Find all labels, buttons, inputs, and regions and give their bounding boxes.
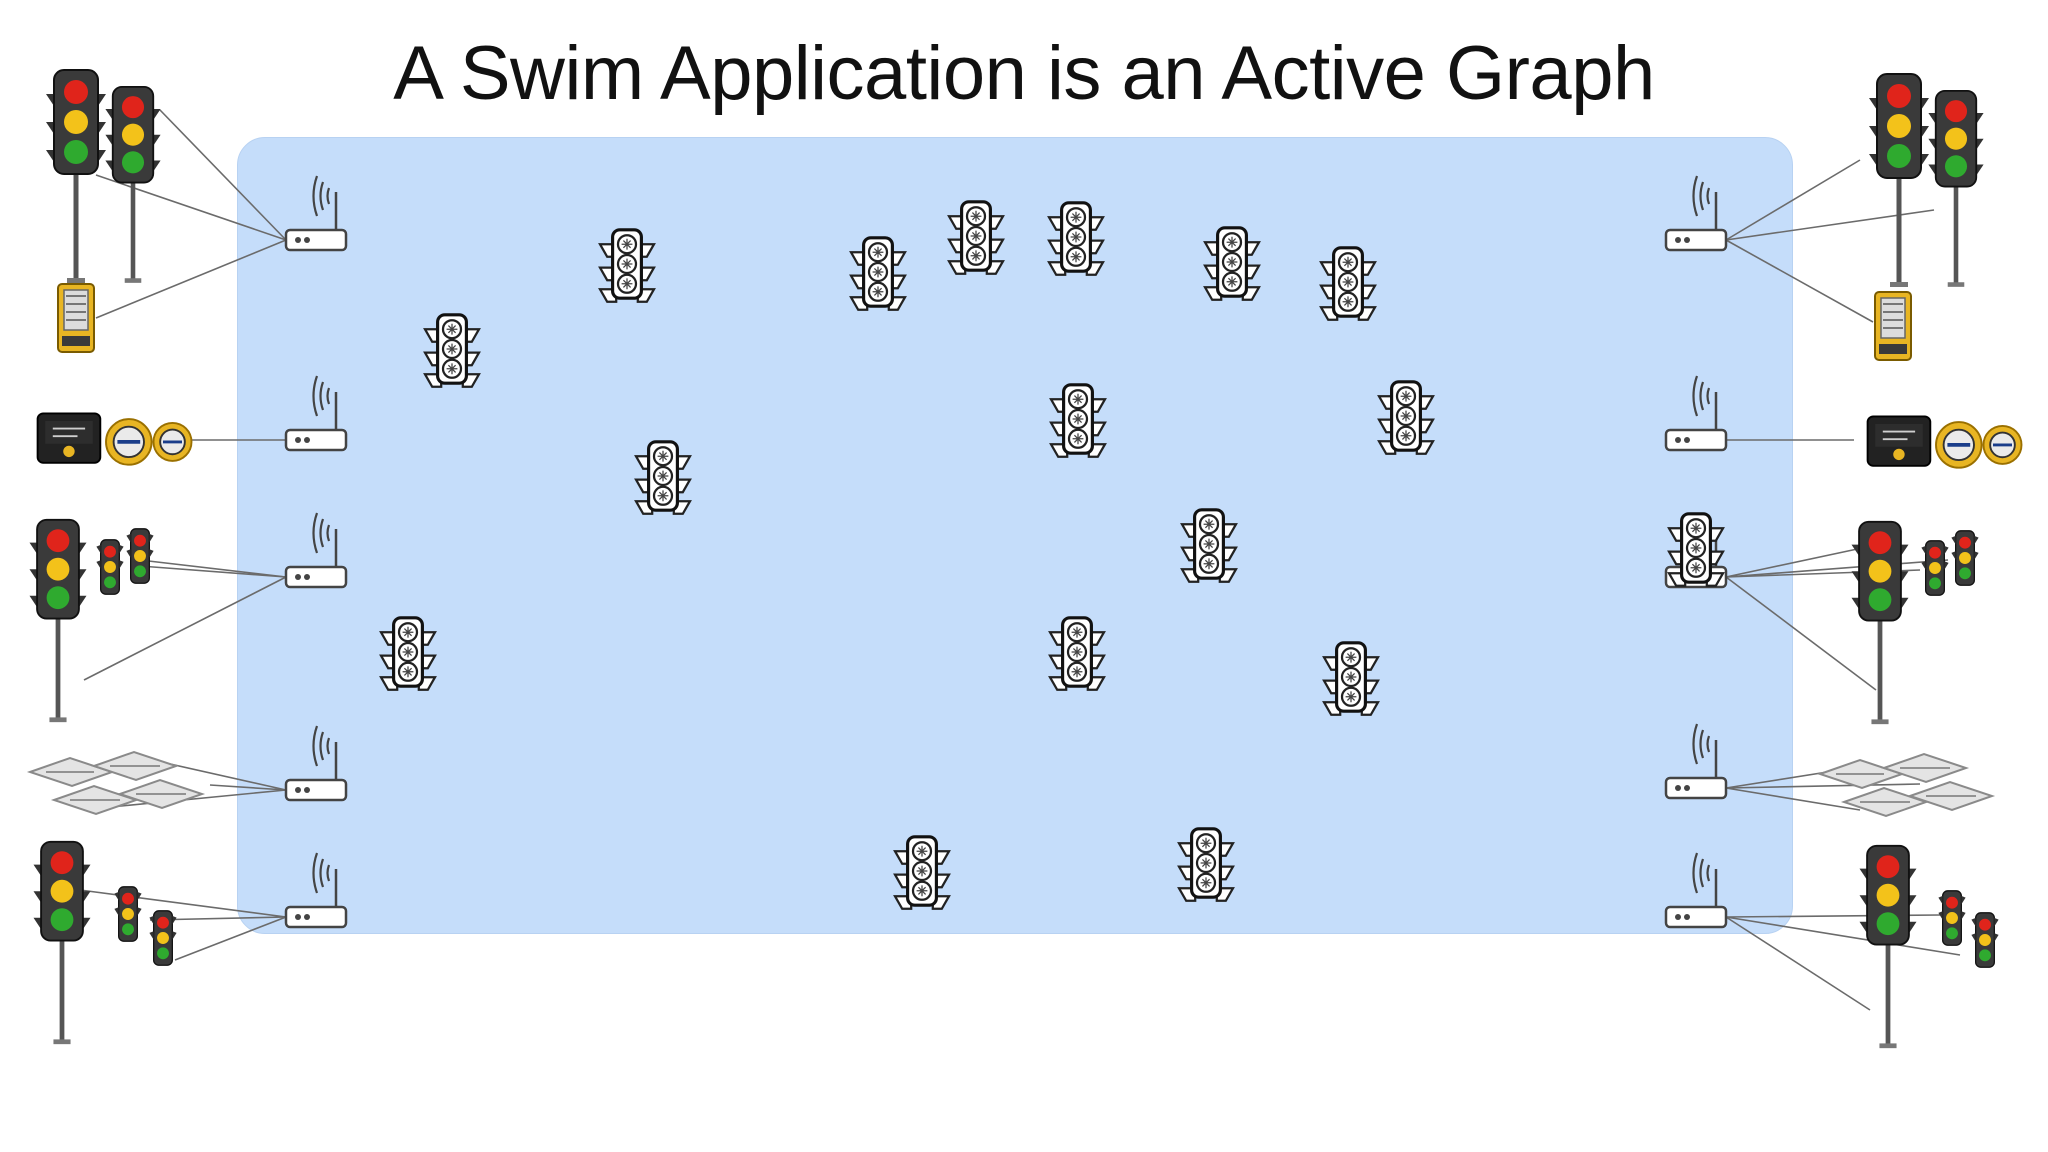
link-line	[209, 784, 287, 791]
traffic-light-node-icon	[947, 200, 1005, 276]
traffic-signal-small-icon	[1950, 530, 1980, 586]
slide-title: A Swim Application is an Active Graph	[393, 31, 1655, 116]
devices-layer	[29, 70, 2024, 1048]
traffic-light-node-icon	[1322, 641, 1380, 717]
signal-controller-box-icon	[57, 283, 95, 353]
traffic-light-node-icon	[849, 236, 907, 312]
traffic-signal-small-icon	[1920, 540, 1950, 596]
wireless-router-icon	[284, 724, 348, 802]
traffic-signal-small-icon	[125, 528, 155, 584]
link-line	[1725, 209, 1935, 241]
traffic-light-node-icon	[423, 313, 481, 389]
traffic-light-node-icon	[598, 228, 656, 304]
traffic-signal-pole-icon	[1852, 522, 1909, 724]
wireless-router-icon	[1664, 722, 1728, 800]
link-line	[99, 789, 287, 809]
wireless-router-icon	[284, 851, 348, 929]
wireless-router-icon	[1664, 174, 1728, 252]
traffic-signal-small-icon	[148, 910, 178, 966]
traffic-light-node-icon	[1203, 226, 1261, 302]
link-line	[1725, 547, 1863, 578]
traffic-light-node-icon	[893, 835, 951, 911]
traffic-light-node-icon	[379, 616, 437, 692]
link-line	[1725, 783, 1921, 789]
wireless-router-icon	[284, 374, 348, 452]
traffic-signal-pole-icon	[46, 70, 106, 283]
traffic-signal-pole-icon	[1928, 91, 1983, 287]
traffic-signal-pole-icon	[29, 520, 86, 722]
link-line	[1725, 159, 1861, 241]
graph-panel	[237, 137, 1793, 934]
link-line	[83, 576, 287, 681]
traffic-light-node-icon	[1048, 616, 1106, 692]
link-line	[1725, 916, 1961, 956]
links-layer	[79, 109, 1961, 1011]
wireless-router-icon	[284, 174, 348, 252]
link-line	[174, 916, 287, 961]
traffic-light-node-icon	[1177, 827, 1235, 903]
link-line	[1725, 239, 1874, 323]
traffic-signal-pole-icon	[34, 842, 91, 1044]
wireless-router-icon	[1664, 851, 1728, 929]
traffic-signal-pole-icon	[105, 87, 160, 283]
signal-controller-box-icon	[1874, 291, 1912, 361]
link-line	[139, 559, 287, 578]
link-line	[1725, 916, 1871, 1011]
traffic-signal-small-icon	[1970, 912, 2000, 968]
nodes-layer	[379, 200, 1725, 911]
traffic-signal-small-icon	[1937, 890, 1967, 946]
link-line	[95, 239, 287, 319]
link-line	[139, 565, 287, 578]
wireless-router-icon	[1664, 374, 1728, 452]
traffic-light-node-icon	[634, 440, 692, 516]
display-and-dial-sensors-icon	[35, 411, 194, 467]
traffic-signal-pole-icon	[1869, 74, 1929, 287]
display-and-dial-sensors-icon	[1865, 414, 2024, 470]
routers-layer	[284, 174, 1728, 929]
traffic-signal-small-icon	[95, 539, 125, 595]
link-line	[95, 174, 287, 241]
link-line	[79, 889, 287, 918]
traffic-light-node-icon	[1319, 246, 1377, 322]
link-line	[1725, 576, 1877, 691]
traffic-light-node-icon	[1049, 383, 1107, 459]
wireless-router-icon	[284, 511, 348, 589]
traffic-light-node-icon	[1180, 508, 1238, 584]
link-line	[159, 109, 287, 241]
link-line	[1725, 559, 1949, 578]
traffic-signal-small-icon	[113, 886, 143, 942]
traffic-light-node-icon	[1377, 380, 1435, 456]
road-sensor-pads-icon	[29, 751, 203, 815]
link-line	[1725, 787, 1861, 811]
traffic-light-node-icon	[1047, 201, 1105, 277]
